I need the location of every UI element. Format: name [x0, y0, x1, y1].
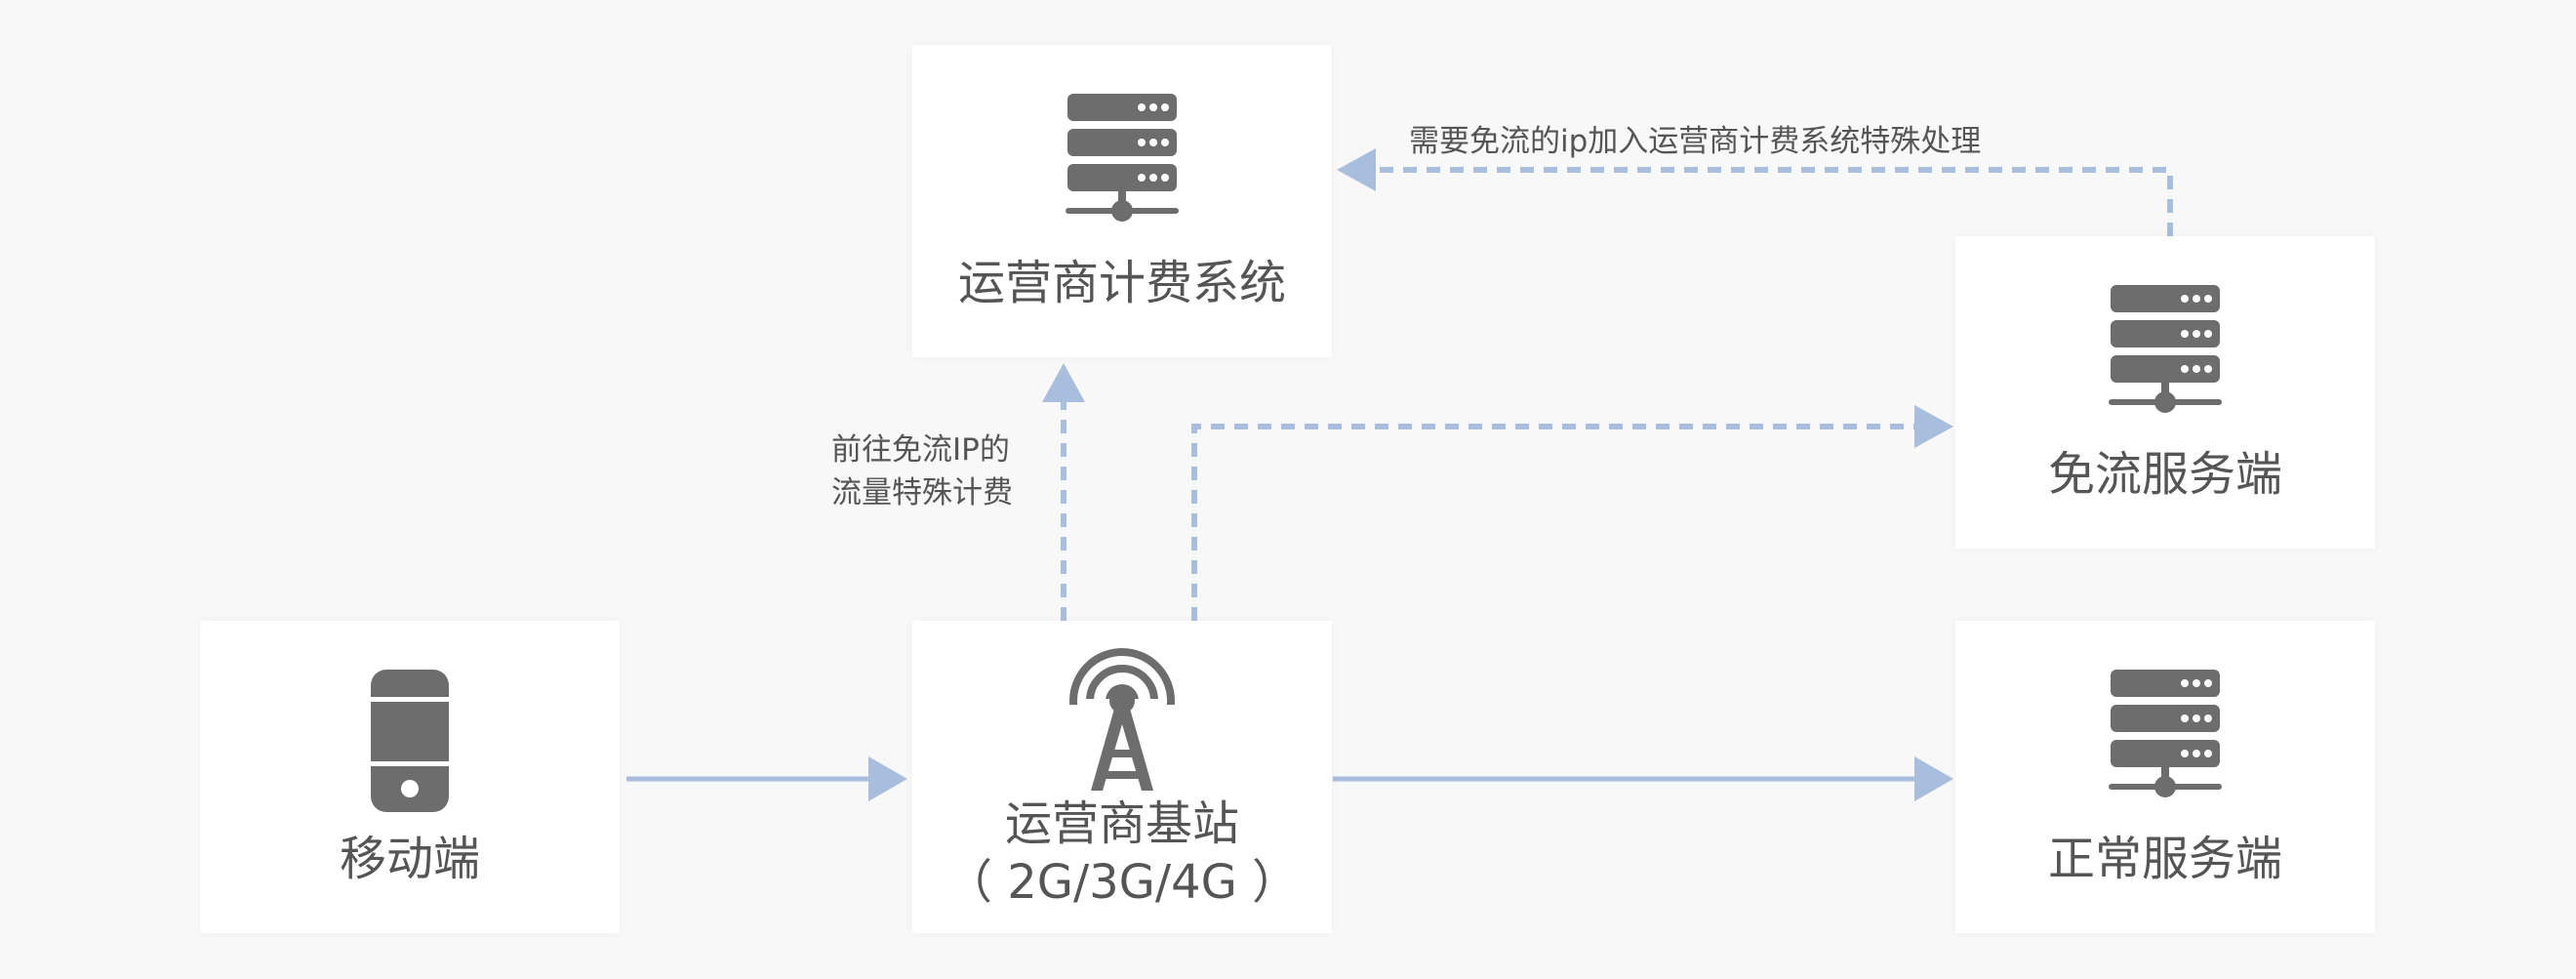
arrowhead-billing-right — [1337, 148, 1376, 191]
arrowhead-normal-server — [1914, 756, 1953, 801]
base-station-network-label: （ 2G/3G/4G ） — [945, 855, 1300, 910]
phone-icon — [371, 670, 449, 812]
billing-system-node: 运营商计费系统 — [912, 45, 1332, 357]
mobile-label: 移动端 — [339, 832, 480, 886]
arrowhead-base-station — [868, 756, 907, 801]
server-icon — [1066, 94, 1179, 222]
annotation-special-billing-line2: 流量特殊计费 — [831, 475, 1013, 510]
free-traffic-server-label: 免流服务端 — [2047, 447, 2282, 502]
edge-base-station-to-free-server — [1191, 424, 1916, 621]
annotation-special-billing-line1: 前往免流IP的 — [831, 432, 1010, 468]
server-icon — [2109, 285, 2222, 413]
server-icon — [2109, 670, 2222, 797]
arrowhead-billing-bottom — [1042, 363, 1085, 402]
normal-server-node: 正常服务端 — [1955, 621, 2375, 933]
edge-free-server-to-billing — [1376, 167, 2173, 236]
base-station-node: 运营商基站 （ 2G/3G/4G ） — [912, 621, 1332, 933]
billing-system-label: 运营商计费系统 — [957, 256, 1286, 310]
antenna-tower-icon — [1064, 648, 1181, 795]
normal-server-label: 正常服务端 — [2047, 832, 2282, 886]
base-station-label: 运营商基站 — [1004, 796, 1239, 851]
mobile-node: 移动端 — [200, 621, 620, 933]
arrowhead-free-server — [1914, 405, 1953, 448]
annotation-free-ip-to-billing: 需要免流的ip加入运营商计费系统特殊处理 — [1409, 124, 1982, 159]
free-traffic-server-node: 免流服务端 — [1955, 236, 2375, 549]
